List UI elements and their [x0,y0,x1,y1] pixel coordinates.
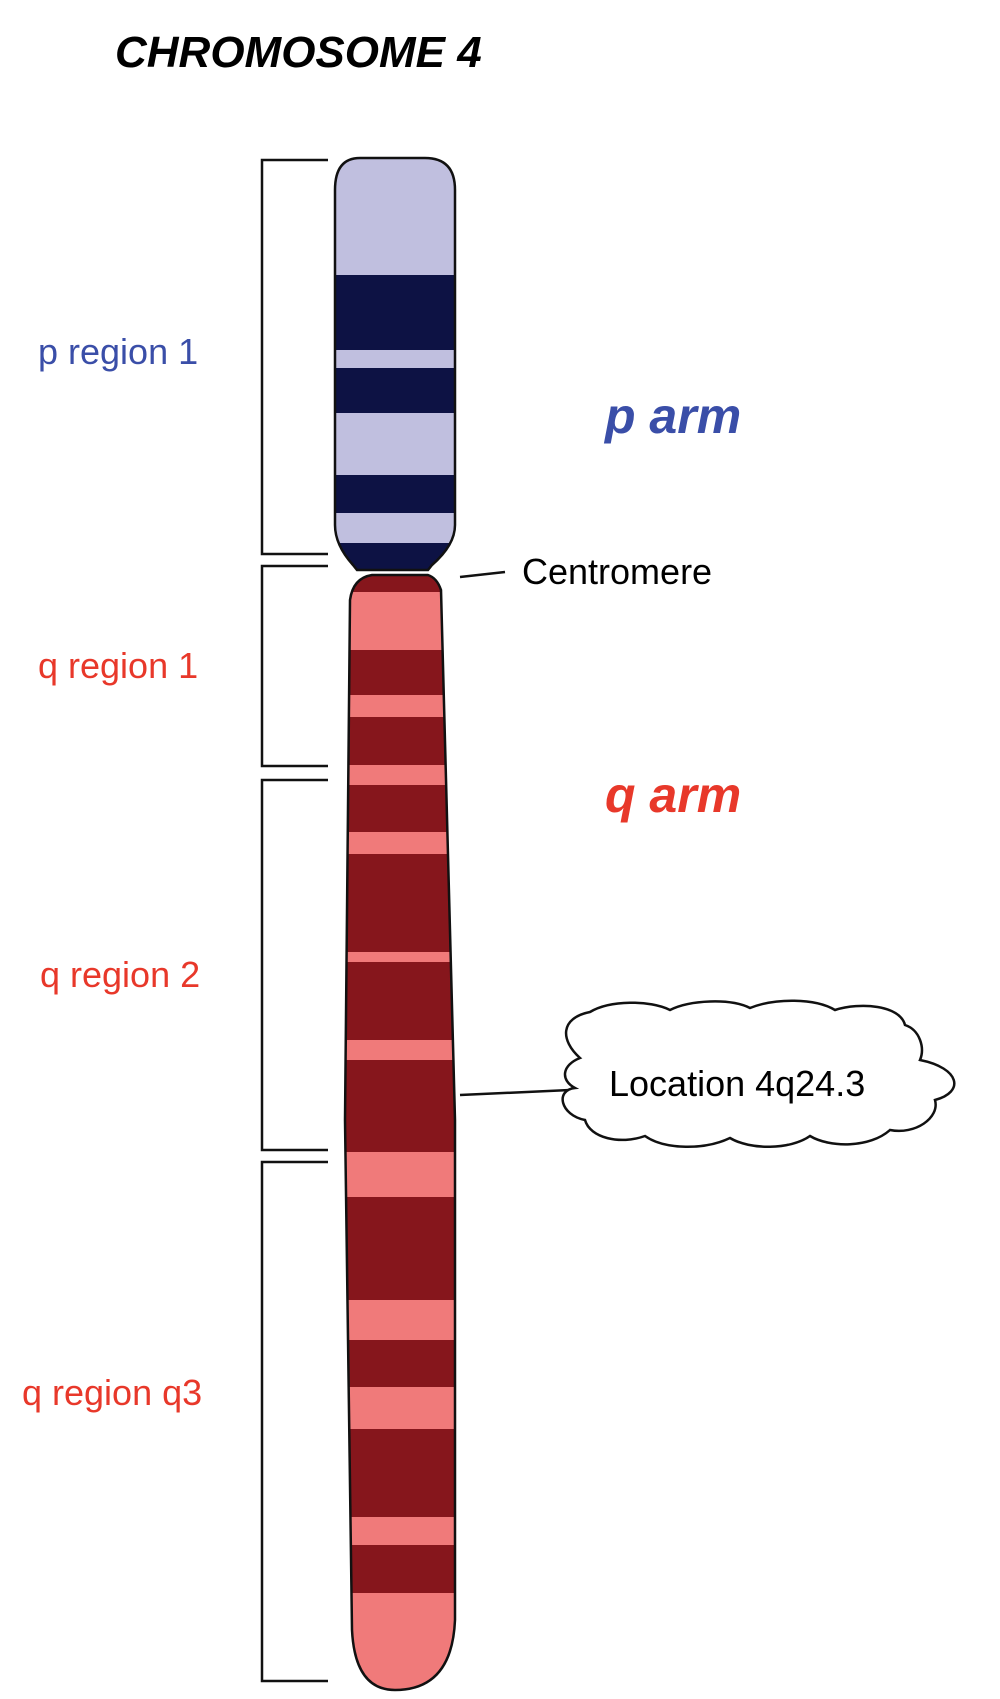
q-band [345,717,455,765]
q-band [345,785,455,832]
q-band [345,1197,455,1300]
q-band [345,765,455,785]
q-band [345,1340,455,1387]
p-band [335,413,455,475]
q-band [345,1060,455,1152]
region-label-q-region-2: q region 2 [40,954,200,995]
p-band [335,350,455,368]
region-label-q-region-3: q region q3 [22,1372,202,1413]
arm-label-p: p arm [603,388,741,444]
q-band [345,854,455,952]
q-band [345,1545,455,1593]
location-callout-cloud [561,999,956,1148]
q-band [345,952,455,962]
chromosome-q-arm [345,575,455,1690]
region-label-q-region-1: q region 1 [38,645,198,686]
bracket-p-region-1 [260,158,328,556]
q-band [345,1152,455,1197]
q-band [345,1429,455,1517]
p-band [335,475,455,513]
location-leader-line [459,1088,571,1097]
centromere-leader-line [459,570,506,579]
q-band [345,1387,455,1429]
q-band [345,1517,455,1545]
p-band [335,275,455,350]
q-band [345,1300,455,1340]
bracket-q-region-3 [260,1160,328,1683]
q-band [345,962,455,1040]
bracket-q-region-2 [260,778,328,1152]
region-brackets [260,158,328,1683]
location-callout-label: Location 4q24.3 [609,1063,865,1104]
p-band [335,368,455,413]
p-band [335,513,455,543]
q-band [345,1040,455,1060]
q-band [345,650,455,695]
q-arm-outline [343,573,457,1692]
p-arm-outline [333,156,457,572]
diagram-title: CHROMOSOME 4 [115,28,482,77]
region-label-p-region-1: p region 1 [38,331,198,372]
arm-label-q: q arm [605,767,741,823]
q-band [345,592,455,650]
q-band [345,832,455,854]
q-band [345,1593,455,1690]
bracket-q-region-1 [260,564,328,768]
q-band [345,695,455,717]
p-band [335,158,455,275]
q-band [345,575,455,592]
centromere-label: Centromere [522,551,712,592]
chromosome-p-arm [335,158,455,570]
